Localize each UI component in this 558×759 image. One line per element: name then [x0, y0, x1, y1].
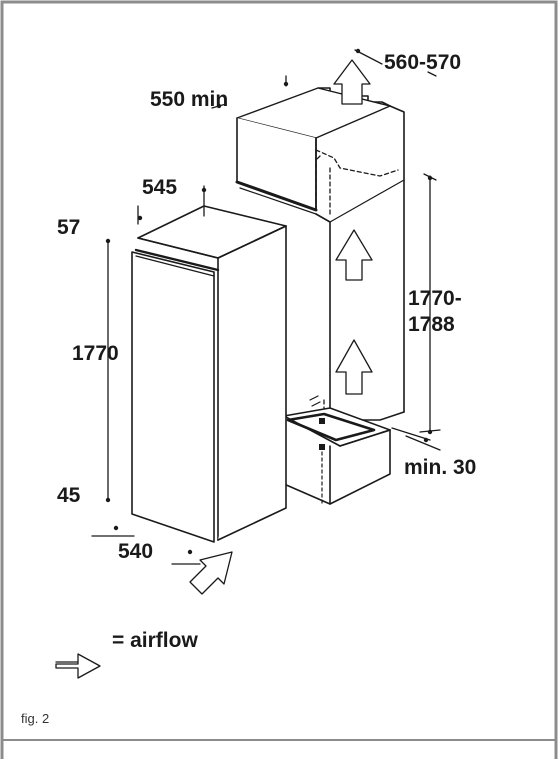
dim-vent-min: min. 30: [404, 456, 477, 479]
dim-depth-cabinet: 560-570: [384, 51, 462, 74]
airflow-top-arrow: [333, 59, 371, 105]
dim-depth-appliance: 545: [142, 176, 178, 199]
appliance-unit: [131, 205, 287, 543]
figure-caption: fig. 2: [21, 711, 50, 726]
airflow-inlet-arrow: [189, 551, 233, 595]
kitchen-cabinet: [235, 87, 405, 505]
dim-top-gap: 57: [57, 216, 81, 239]
airflow-arrows: [189, 59, 373, 595]
legend-airflow-label: = airflow: [112, 629, 198, 652]
dim-bottom-gap: 45: [57, 484, 81, 507]
arrow-right-outline-icon: [55, 653, 101, 679]
airflow-lower-arrow: [335, 339, 373, 395]
airflow-upper-arrow: [335, 229, 373, 281]
dim-height-appliance: 1770: [72, 342, 119, 365]
dim-width-appliance: 540: [118, 540, 154, 563]
dim-height-niche-line2: 1788: [408, 313, 455, 336]
dimension-dots: [105, 48, 433, 555]
dim-depth-niche: 550 min: [150, 88, 229, 111]
dim-height-niche-line1: 1770-: [408, 287, 462, 310]
